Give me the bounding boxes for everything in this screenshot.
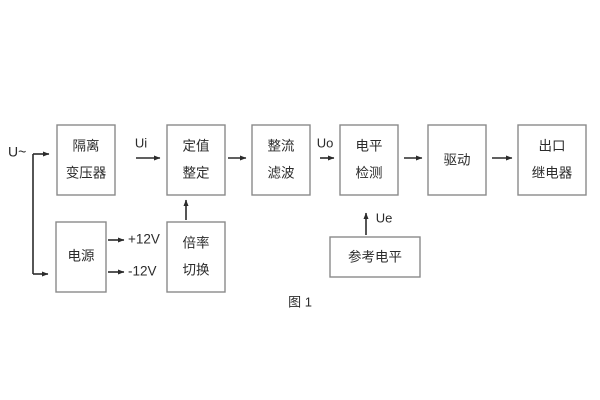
block-power-supply[interactable]: 电源 xyxy=(55,221,107,293)
block-output-relay[interactable]: 出口 继电器 xyxy=(517,124,587,196)
block-level-detection[interactable]: 电平 检测 xyxy=(339,124,399,196)
block-multiplier-switch[interactable]: 倍率 切换 xyxy=(166,221,226,293)
block-isolation-transformer-line-2: 变压器 xyxy=(66,166,107,181)
wiring-layer xyxy=(32,151,513,277)
block-rectifier-filter[interactable]: 整流 滤波 xyxy=(251,124,311,196)
block-rectifier-filter-line-2: 滤波 xyxy=(268,166,295,181)
block-driver-line-1: 驱动 xyxy=(444,153,471,168)
block-level-detection-line-1: 电平 xyxy=(356,139,383,154)
block-setting-value-rect xyxy=(166,124,226,196)
block-multiplier-switch-line-2: 切换 xyxy=(183,263,210,278)
block-level-detection-rect xyxy=(339,124,399,196)
block-reference-level-line-1: 参考电平 xyxy=(348,249,402,265)
input-label: U~ xyxy=(8,144,26,160)
block-setting-value[interactable]: 定值 整定 xyxy=(166,124,226,196)
figure-caption: 图 1 xyxy=(288,294,312,309)
rail-label-positive: +12V xyxy=(128,232,160,247)
block-isolation-transformer[interactable]: 隔离 变压器 xyxy=(56,124,116,196)
block-isolation-transformer-line-1: 隔离 xyxy=(73,138,100,154)
block-rectifier-filter-line-1: 整流 xyxy=(268,139,295,154)
rail-label-negative: -12V xyxy=(128,264,157,279)
labels-layer: U~ Ui Uo Ue +12V -12V 图 1 xyxy=(8,135,392,309)
block-power-supply-line-1: 电源 xyxy=(68,249,95,264)
block-setting-value-line-1: 定值 xyxy=(183,139,210,154)
block-output-relay-line-2: 继电器 xyxy=(532,166,573,181)
block-power-supply-rect xyxy=(55,221,107,293)
block-output-relay-line-1: 出口 xyxy=(539,139,566,154)
block-multiplier-switch-rect xyxy=(166,221,226,293)
block-driver[interactable]: 驱动 xyxy=(427,124,487,196)
block-reference-level[interactable]: 参考电平 xyxy=(329,236,421,278)
signal-label-ui: Ui xyxy=(135,135,147,150)
blocks-layer: 隔离 变压器 定值 整定 整流 滤波 电平 检测 xyxy=(55,124,587,293)
block-reference-level-rect xyxy=(329,236,421,278)
block-multiplier-switch-line-1: 倍率 xyxy=(183,235,210,251)
signal-label-uo: Uo xyxy=(317,135,334,150)
block-isolation-transformer-rect xyxy=(56,124,116,196)
block-setting-value-line-2: 整定 xyxy=(183,166,210,181)
block-output-relay-rect xyxy=(517,124,587,196)
block-driver-rect xyxy=(427,124,487,196)
signal-label-ue: Ue xyxy=(376,210,393,225)
block-level-detection-line-2: 检测 xyxy=(356,166,383,181)
block-rectifier-filter-rect xyxy=(251,124,311,196)
